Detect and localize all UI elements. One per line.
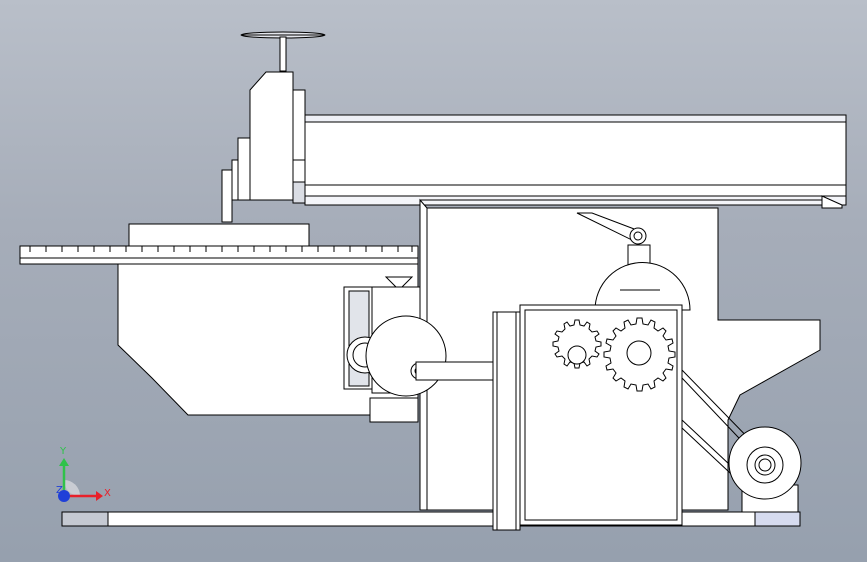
small-gear[interactable]: [552, 319, 602, 369]
x-axis-label: X: [104, 488, 111, 499]
rocker-link[interactable]: [576, 212, 691, 311]
tool-head[interactable]: [221, 31, 326, 223]
large-gear[interactable]: [603, 317, 676, 392]
t-slot-marks: [29, 246, 413, 252]
y-axis-label: Y: [59, 446, 67, 457]
motor[interactable]: [728, 426, 802, 513]
ram[interactable]: [304, 114, 847, 209]
y-arrow: [59, 458, 69, 466]
z-axis: [58, 490, 70, 502]
axis-triad: X Y Z: [56, 446, 111, 502]
base-plate[interactable]: [61, 511, 801, 527]
z-axis-label: Z: [56, 485, 63, 496]
x-arrow: [96, 491, 103, 501]
work-table[interactable]: [19, 223, 419, 416]
